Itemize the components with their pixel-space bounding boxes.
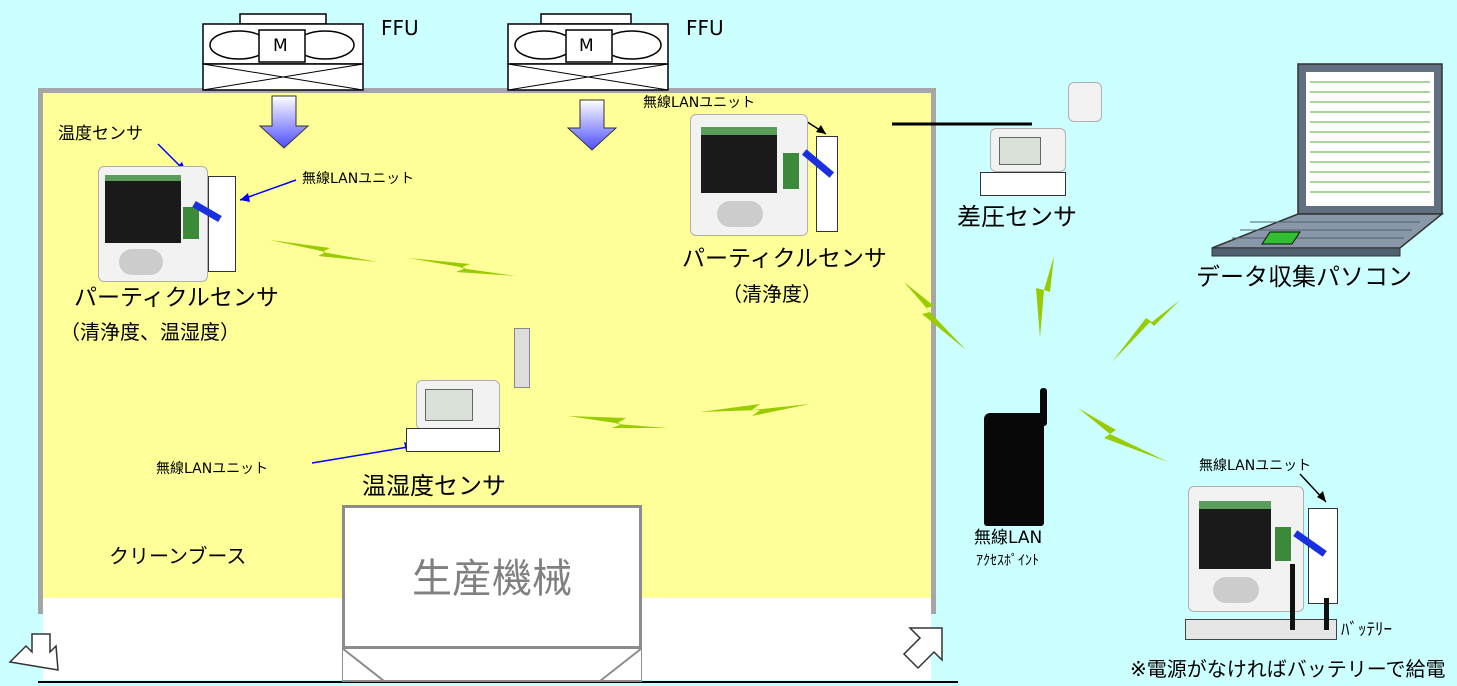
wlan-unit-left-label: 無線LANユニット (302, 171, 415, 187)
pointer-wlan-left (239, 179, 297, 201)
diff-pressure-cradle (980, 172, 1066, 196)
ffu-label-2: FFU (686, 16, 724, 40)
ffu-label-1: FFU (381, 16, 419, 40)
fan-filter-unit-icon (507, 13, 669, 91)
hygro-probe (514, 328, 530, 388)
particle-sensor-right-note: （清浄度） (722, 282, 822, 306)
particle-sensor-battery (1188, 486, 1304, 612)
diff-pressure-label: 差圧センサ (957, 203, 1077, 231)
particle-sensor-left-note: （清浄度、温湿度） (60, 320, 240, 344)
fan-filter-unit-icon (202, 13, 364, 91)
machine-base (342, 647, 642, 682)
wlan-unit-left (208, 176, 236, 272)
battery-cable (1324, 598, 1329, 630)
wlan-unit-thermo-label: 無線LANユニット (156, 461, 269, 477)
pointer-wlan-thermo (311, 445, 415, 464)
machine-label: 生産機械 (412, 556, 572, 602)
wlan-unit-top-label: 無線LANユニット (643, 95, 756, 111)
airflow-arrow-icon (566, 99, 618, 151)
wlan-unit-right (816, 136, 838, 232)
particle-sensor-right (690, 114, 808, 236)
wireless-signal-icon (270, 240, 1180, 462)
battery-cable (1290, 564, 1295, 630)
exhaust-arrow-icon (902, 627, 943, 670)
clean-booth-label: クリーンブース (109, 544, 247, 568)
motor-icon (565, 29, 613, 63)
production-machine: 生産機械 (342, 505, 642, 649)
thermo-hygro-label: 温湿度センサ (362, 472, 506, 500)
particle-sensor-right-label: パーティクルセンサ (682, 246, 887, 272)
data-pc-label: データ収集パソコン (1196, 263, 1412, 291)
access-point-icon (984, 413, 1044, 526)
particle-sensor-left-label: パーティクルセンサ (74, 285, 279, 311)
power-note: ※電源がなければバッテリーで給電 (1130, 657, 1446, 681)
motor-label-1: M (273, 36, 288, 56)
temp-sensor-label: 温度センサ (58, 124, 143, 144)
access-point-label-1: 無線LAN (974, 528, 1043, 548)
laptop-icon (1211, 63, 1445, 257)
thermo-hygro-cradle (406, 428, 500, 452)
airflow-arrow-icon (258, 95, 310, 149)
battery-label: ﾊﾞｯﾃﾘｰ (1341, 620, 1392, 640)
thermo-hygro-sensor-device (416, 380, 500, 430)
diff-pressure-sensor-device (990, 128, 1066, 172)
antenna-icon (1040, 388, 1047, 426)
motor-label-2: M (579, 36, 594, 56)
wlan-unit-battery-label: 無線LANユニット (1199, 458, 1312, 474)
particle-sensor-left (98, 166, 208, 282)
diff-pressure-probe (1068, 82, 1102, 122)
motor-icon (258, 29, 306, 63)
exhaust-arrow-icon (8, 633, 59, 671)
battery-block (1185, 619, 1337, 640)
access-point-label-2: ｱｸｾｽﾎﾟｲﾝﾄ (976, 553, 1039, 569)
